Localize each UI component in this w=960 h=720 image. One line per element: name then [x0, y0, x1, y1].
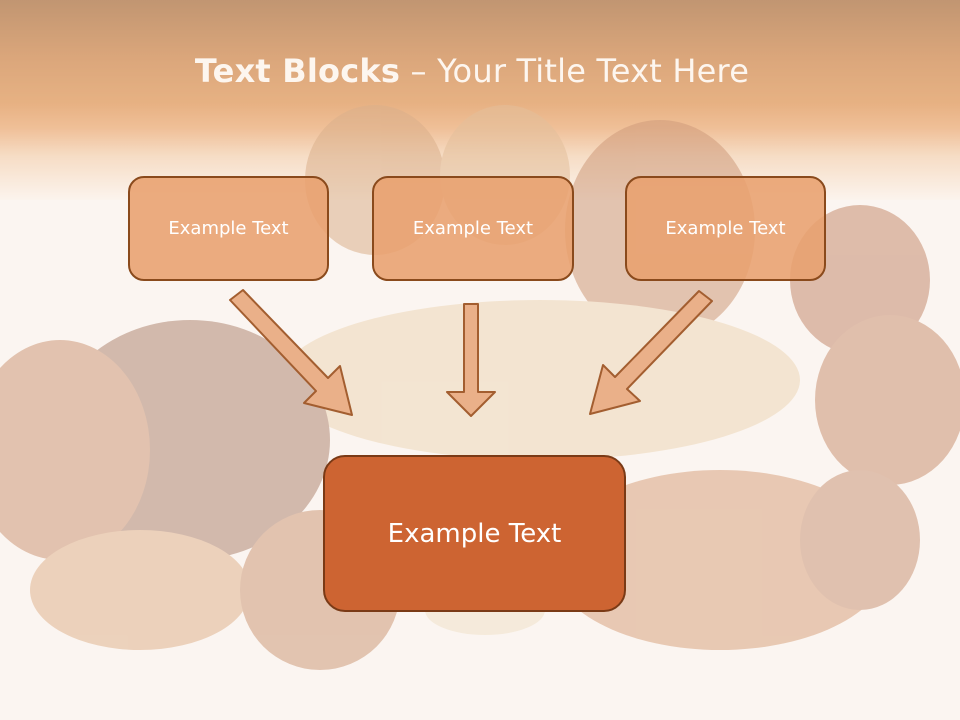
title-rest: Your Title Text Here [437, 52, 750, 90]
text-block-main-label: Example Text [387, 518, 562, 549]
text-block-1-label: Example Text [168, 218, 289, 239]
title-dash: – [400, 52, 438, 90]
text-block-3[interactable]: Example Text [625, 176, 826, 281]
arrow-center [446, 303, 496, 417]
text-block-2-label: Example Text [412, 218, 534, 239]
title-bold-part: Text Blocks [194, 52, 401, 90]
text-block-2[interactable]: Example Text [372, 176, 574, 281]
text-block-main[interactable]: Example Text [323, 455, 626, 612]
text-block-1[interactable]: Example Text [128, 176, 329, 281]
arrow-left [229, 289, 353, 416]
text-block-3-label: Example Text [665, 218, 786, 239]
page-title: Text Blocks – Your Title Text Here [0, 52, 944, 90]
arrow-right [589, 290, 713, 415]
